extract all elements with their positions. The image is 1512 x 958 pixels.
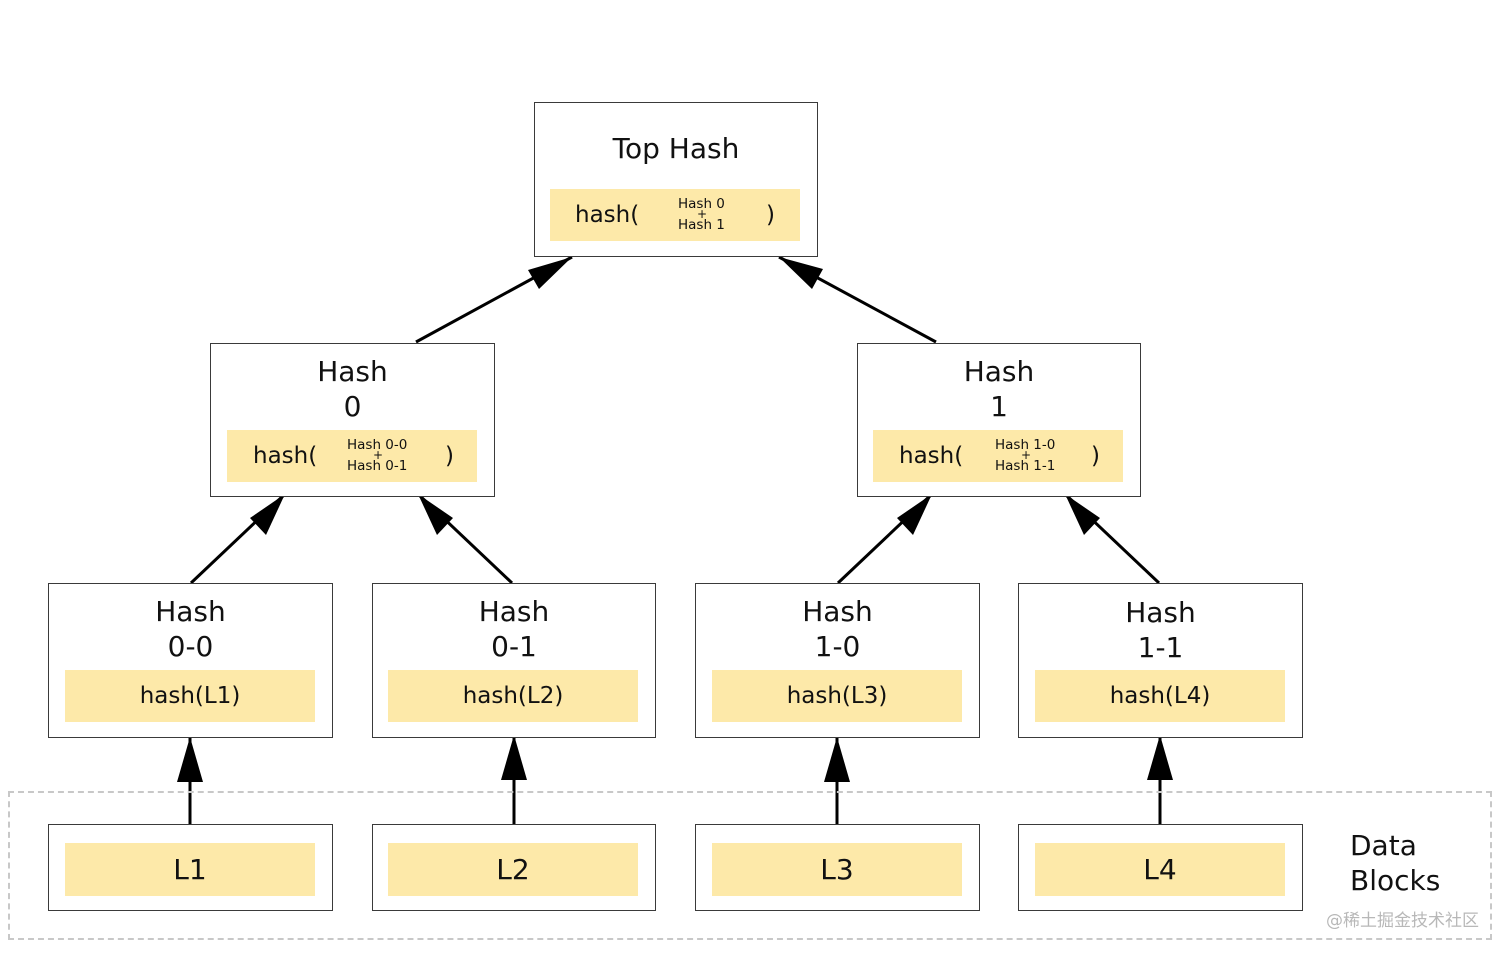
hash-1-plus: +: [1021, 448, 1032, 462]
arrow-hash0-to-top: [415, 255, 573, 344]
top-hash-title: Top Hash: [612, 132, 740, 165]
hash-0-0-node: Hash 0-0 hash(L1): [48, 583, 333, 738]
hash-1-1-title: Hash 1-1: [1125, 596, 1196, 664]
hash-1-fn-open: hash(: [899, 443, 964, 469]
arrow-hash1-to-top: [778, 255, 937, 344]
data-block-l2-band: L2: [388, 843, 638, 896]
top-hash-plus: +: [697, 207, 708, 221]
hash-1-title: Hash 1: [963, 355, 1035, 423]
hash-1-0-formula-text: hash(L3): [786, 683, 888, 709]
hash-1-node: Hash 1 hash( Hash 1-0 + Hash 1-1 ): [857, 343, 1141, 497]
data-block-l3-label: L3: [820, 853, 854, 886]
data-block-l4-band: L4: [1035, 843, 1285, 896]
data-block-l4: L4: [1018, 824, 1303, 911]
hash-0-1-title: Hash 0-1: [478, 595, 550, 663]
data-block-l1-band: L1: [65, 843, 315, 896]
hash-0-node: Hash 0 hash( Hash 0-0 + Hash 0-1 ): [210, 343, 495, 497]
top-hash-fn-open: hash(: [575, 202, 640, 228]
top-hash-arg-second: Hash 1: [678, 217, 725, 233]
hash-0-arg-first: Hash 0-0: [347, 437, 408, 453]
data-block-l3: L3: [695, 824, 980, 911]
data-block-l4-label: L4: [1143, 853, 1177, 886]
hash-1-1-formula-text: hash(L4): [1109, 683, 1211, 709]
top-hash-arg-first: Hash 0: [678, 196, 725, 212]
hash-0-arg-second: Hash 0-1: [347, 458, 408, 474]
hash-1-1-formula: hash(L4): [1035, 670, 1285, 722]
hash-1-fn-close: ): [1091, 443, 1100, 469]
data-blocks-label: Data Blocks: [1350, 829, 1441, 897]
hash-1-1-node: Hash 1-1 hash(L4): [1018, 583, 1303, 738]
watermark: @稀土掘金技术社区: [1326, 911, 1479, 931]
hash-0-1-formula: hash(L2): [388, 670, 638, 722]
data-block-l1: L1: [48, 824, 333, 911]
hash-0-args: Hash 0-0 + Hash 0-1: [347, 435, 437, 475]
data-block-l2: L2: [372, 824, 656, 911]
hash-0-0-title: Hash 0-0: [155, 595, 226, 663]
hash-0-1-node: Hash 0-1 hash(L2): [372, 583, 656, 738]
hash-0-title: Hash 0: [317, 355, 388, 423]
hash-1-0-title: Hash 1-0: [802, 595, 873, 663]
hash-1-arg-second: Hash 1-1: [995, 458, 1056, 474]
hash-1-0-formula: hash(L3): [712, 670, 962, 722]
hash-0-0-formula-text: hash(L1): [139, 683, 241, 709]
arrow-hash01-to-hash0: [416, 492, 514, 585]
data-block-l1-label: L1: [173, 853, 207, 886]
hash-0-fn-close: ): [445, 443, 454, 469]
hash-0-fn-open: hash(: [253, 443, 318, 469]
data-block-l2-label: L2: [496, 853, 530, 886]
top-hash-formula: hash( Hash 0 + Hash 1 ): [550, 189, 800, 241]
arrow-hash10-to-hash1: [836, 492, 934, 585]
hash-0-formula: hash( Hash 0-0 + Hash 0-1 ): [227, 430, 477, 482]
hash-1-formula: hash( Hash 1-0 + Hash 1-1 ): [873, 430, 1123, 482]
data-block-l3-band: L3: [712, 843, 962, 896]
hash-1-args: Hash 1-0 + Hash 1-1: [995, 435, 1085, 475]
arrow-hash00-to-hash0: [189, 492, 287, 585]
top-hash-args: Hash 0 + Hash 1: [678, 194, 768, 234]
hash-1-0-node: Hash 1-0 hash(L3): [695, 583, 980, 738]
top-hash-node: Top Hash hash( Hash 0 + Hash 1 ): [534, 102, 818, 257]
hash-0-1-formula-text: hash(L2): [462, 683, 564, 709]
arrow-hash11-to-hash1: [1063, 492, 1161, 585]
hash-0-plus: +: [373, 448, 384, 462]
hash-0-0-formula: hash(L1): [65, 670, 315, 722]
hash-1-arg-first: Hash 1-0: [995, 437, 1056, 453]
data-blocks-region: [8, 791, 1492, 940]
top-hash-fn-close: ): [766, 202, 775, 228]
